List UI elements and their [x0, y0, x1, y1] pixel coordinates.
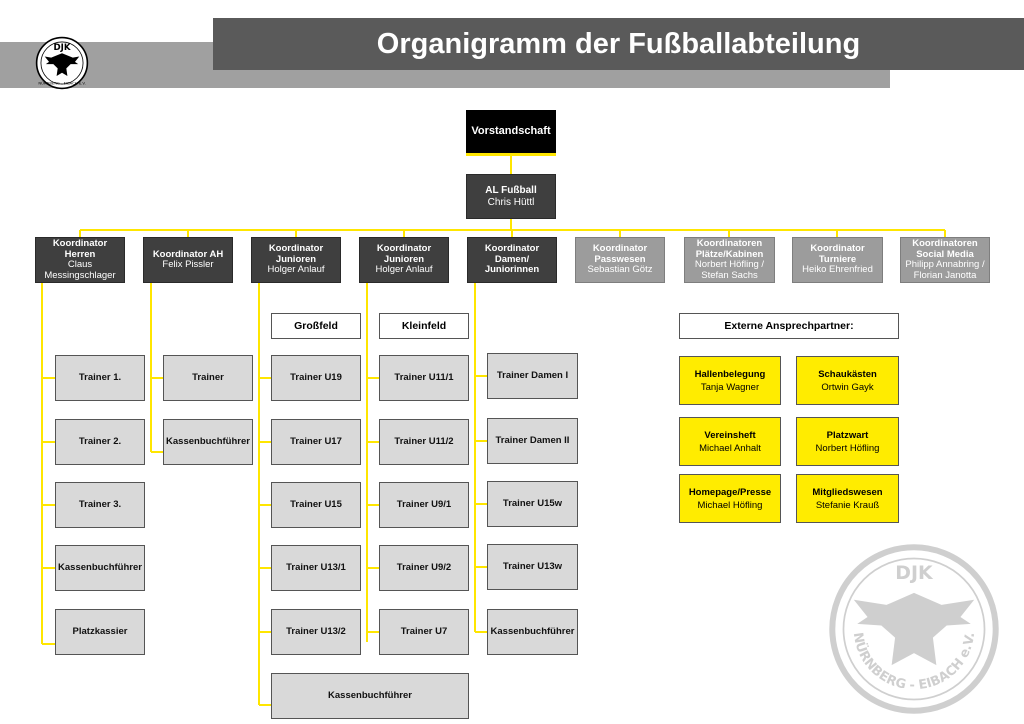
node-damen-kassenbuchfuehrer[interactable]: Kassenbuchführer — [487, 609, 578, 655]
contact-homepage-presse[interactable]: Homepage/Presse Michael Höfling — [679, 474, 781, 523]
node-trainer-damen-1[interactable]: Trainer Damen I — [487, 353, 578, 399]
node-herren-kassenbuchfuehrer[interactable]: Kassenbuchführer — [55, 545, 145, 591]
contact-title: Hallenbelegung — [694, 368, 766, 380]
node-title: Vorstandschaft — [471, 125, 551, 138]
node-title: Koordinator Herren — [52, 238, 108, 260]
node-title: Koordinator Turniere — [810, 243, 865, 265]
contact-title: Mitgliedswesen — [812, 486, 883, 498]
node-title: Koordinator Junioren — [376, 243, 432, 265]
contact-title: Schaukästen — [818, 368, 877, 380]
node-trainer-u13w[interactable]: Trainer U13w — [487, 544, 578, 590]
node-trainer-u15[interactable]: Trainer U15 — [271, 482, 361, 528]
node-trainer-u15w[interactable]: Trainer U15w — [487, 481, 578, 527]
node-trainer-u7[interactable]: Trainer U7 — [379, 609, 469, 655]
node-trainer-u11-1[interactable]: Trainer U11/1 — [379, 355, 469, 401]
node-vorstandschaft[interactable]: Vorstandschaft — [466, 110, 556, 156]
contact-mitgliedswesen[interactable]: Mitgliedswesen Stefanie Krauß — [796, 474, 899, 523]
contact-title: Homepage/Presse — [688, 486, 772, 498]
node-koordinator-damen[interactable]: Koordinator Damen/ Juniorinnen — [467, 237, 557, 283]
logo-small-djk: DJK — [53, 43, 70, 53]
node-koordinatoren-social-media[interactable]: Koordinatoren Social Media Philipp Annab… — [900, 237, 990, 283]
contact-vereinsheft[interactable]: Vereinsheft Michael Anhalt — [679, 417, 781, 466]
contact-title: Vereinsheft — [704, 429, 756, 441]
node-person: Philipp Annabring / Florian Janotta — [905, 259, 985, 281]
node-title: Koordinatoren Social Media — [912, 238, 978, 260]
node-trainer-u11-2[interactable]: Trainer U11/2 — [379, 419, 469, 465]
page-title: Organigramm der Fußballabteilung — [376, 27, 861, 60]
node-person: Felix Pissler — [162, 259, 214, 270]
node-ah-trainer[interactable]: Trainer — [163, 355, 253, 401]
node-ah-kassenbuchfuehrer[interactable]: Kassenbuchführer — [163, 419, 253, 465]
node-herren-trainer-1[interactable]: Trainer 1. — [55, 355, 145, 401]
contact-platzwart[interactable]: Platzwart Norbert Höfling — [796, 417, 899, 466]
node-al-fussball[interactable]: AL Fußball Chris Hüttl — [466, 174, 556, 219]
contact-schaukaesten[interactable]: Schaukästen Ortwin Gayk — [796, 356, 899, 405]
contact-person: Michael Höfling — [697, 499, 763, 511]
club-logo-watermark: DJK NÜRNBERG - EIBACH e.V. — [829, 544, 999, 714]
node-trainer-damen-2[interactable]: Trainer Damen II — [487, 418, 578, 464]
contact-title: Platzwart — [826, 429, 869, 441]
node-title: Koordinator Damen/ Juniorinnen — [484, 243, 540, 276]
node-person: Holger Anlauf — [267, 264, 325, 276]
node-title: Koordinator AH — [152, 248, 224, 260]
node-person: Chris Hüttl — [487, 196, 535, 208]
club-logo-small: DJK NÜRNBERG - EIBACH e.V. — [35, 36, 89, 90]
header-title-bar — [213, 18, 1024, 70]
node-person: Norbert Höfling / Stefan Sachs — [694, 259, 765, 281]
node-trainer-u9-1[interactable]: Trainer U9/1 — [379, 482, 469, 528]
node-koordinator-junioren-kleinfeld[interactable]: Koordinator Junioren Holger Anlauf — [359, 237, 449, 283]
node-trainer-u19[interactable]: Trainer U19 — [271, 355, 361, 401]
eagle-icon — [853, 592, 975, 666]
label-kleinfeld: Kleinfeld — [379, 313, 469, 339]
node-trainer-u9-2[interactable]: Trainer U9/2 — [379, 545, 469, 591]
contact-person: Stefanie Krauß — [815, 499, 880, 511]
node-trainer-u17[interactable]: Trainer U17 — [271, 419, 361, 465]
node-herren-platzkassier[interactable]: Platzkassier — [55, 609, 145, 655]
node-herren-trainer-3[interactable]: Trainer 3. — [55, 482, 145, 528]
node-koordinator-ah[interactable]: Koordinator AH Felix Pissler — [143, 237, 233, 283]
node-title: Koordinator Passwesen — [592, 243, 648, 265]
node-koordinator-junioren-grossfeld[interactable]: Koordinator Junioren Holger Anlauf — [251, 237, 341, 283]
logo-small-ring-text: NÜRNBERG - EIBACH e.V. — [38, 81, 85, 86]
contact-person: Norbert Höfling — [815, 442, 880, 454]
node-koordinatoren-plaetze[interactable]: Koordinatoren Plätze/Kabinen Norbert Höf… — [684, 237, 775, 283]
node-koordinator-herren[interactable]: Koordinator Herren Claus Messingschlager — [35, 237, 125, 283]
node-person: Holger Anlauf — [375, 264, 433, 276]
contact-person: Tanja Wagner — [700, 381, 760, 393]
node-junioren-kassenbuchfuehrer[interactable]: Kassenbuchführer — [271, 673, 469, 719]
logo-big-djk: DJK — [895, 562, 934, 584]
node-koordinator-turniere[interactable]: Koordinator Turniere Heiko Ehrenfried — [792, 237, 883, 283]
node-trainer-u13-2[interactable]: Trainer U13/2 — [271, 609, 361, 655]
node-herren-trainer-2[interactable]: Trainer 2. — [55, 419, 145, 465]
node-person: Sebastian Götz — [587, 264, 653, 276]
node-title: Koordinatoren Plätze/Kabinen — [695, 238, 764, 260]
label-externe-ansprechpartner: Externe Ansprechpartner: — [679, 313, 899, 339]
node-title: Koordinator Junioren — [268, 243, 324, 265]
eagle-icon — [44, 53, 80, 76]
contact-person: Ortwin Gayk — [821, 381, 874, 393]
contact-hallenbelegung[interactable]: Hallenbelegung Tanja Wagner — [679, 356, 781, 405]
node-koordinator-passwesen[interactable]: Koordinator Passwesen Sebastian Götz — [575, 237, 665, 283]
node-trainer-u13-1[interactable]: Trainer U13/1 — [271, 545, 361, 591]
node-person: Heiko Ehrenfried — [802, 264, 873, 276]
label-grossfeld: Großfeld — [271, 313, 361, 339]
node-person: Claus Messingschlager — [44, 259, 116, 281]
contact-person: Michael Anhalt — [699, 442, 761, 454]
node-title: AL Fußball — [485, 184, 537, 196]
